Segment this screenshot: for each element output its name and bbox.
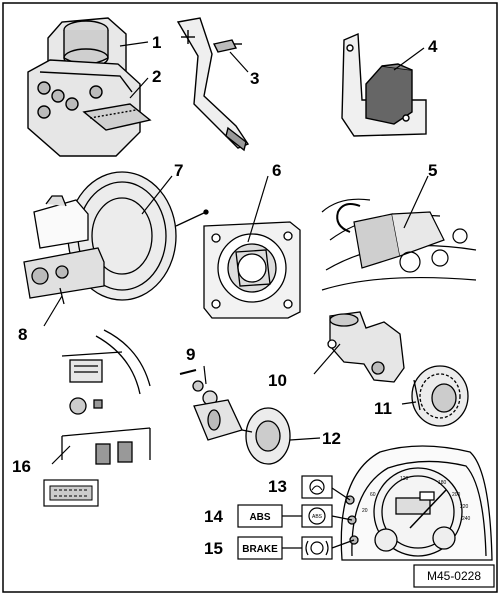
- lateral-acceleration-sensor: [341, 32, 427, 137]
- callout-4: 4: [428, 37, 438, 56]
- abs-label: ABS: [249, 512, 270, 523]
- callout-10: 10: [268, 371, 287, 390]
- brake-warning-lamp: BRAKE: [237, 536, 333, 560]
- esp-warning-lamp-symbol: [301, 475, 333, 499]
- svg-text:240: 240: [462, 516, 471, 522]
- svg-text:20: 20: [362, 508, 368, 514]
- callout-14: 14: [204, 507, 223, 526]
- callout-1: 1: [152, 33, 161, 52]
- callout-8: 8: [18, 325, 27, 344]
- front-knuckle-hub: [327, 311, 469, 427]
- callout-3: 3: [250, 69, 259, 88]
- callout-15: 15: [204, 539, 223, 558]
- rear-wheel-hub-sensor: [179, 369, 291, 465]
- callout-5: 5: [428, 161, 437, 180]
- svg-text:180: 180: [438, 480, 447, 486]
- callout-6: 6: [272, 161, 281, 180]
- obd-connector-detail: [43, 479, 99, 507]
- abs-hydraulic-unit: [27, 17, 152, 157]
- callout-9: 9: [186, 345, 195, 364]
- svg-text:220: 220: [460, 504, 469, 510]
- callout-16: 16: [12, 457, 31, 476]
- reference-code: M45-0228: [427, 569, 481, 583]
- brake-booster-master-cylinder: [23, 171, 209, 305]
- brake-label: BRAKE: [242, 544, 278, 555]
- dashboard-diagnostic-connector: [61, 329, 151, 465]
- steering-angle-sensor: [203, 221, 301, 319]
- callout-7: 7: [174, 161, 183, 180]
- callout-12: 12: [322, 429, 341, 448]
- callout-13: 13: [268, 477, 287, 496]
- reference-code-box: M45-0228: [413, 564, 495, 588]
- callout-11: 11: [374, 399, 392, 418]
- rotation-rate-sensor-installed: [321, 189, 477, 300]
- svg-text:200: 200: [452, 492, 461, 498]
- svg-text:ABS: ABS: [312, 514, 323, 520]
- brake-pedal-switch: [176, 17, 250, 152]
- callout-2: 2: [152, 67, 161, 86]
- instrument-cluster: 180 200 220 240 120 60 20: [340, 445, 493, 561]
- svg-text:120: 120: [400, 476, 409, 482]
- svg-text:60: 60: [370, 492, 376, 498]
